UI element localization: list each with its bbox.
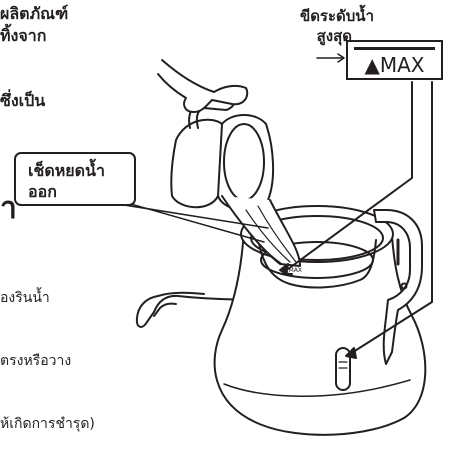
instruction-line: ซึ่งเป็น [0,91,46,110]
section-heading: า [0,191,17,226]
max-level-label-line: สูงสุด [316,27,352,45]
max-level-label-line: ขีดระดับน้ำ [299,7,374,25]
body-text-line: ห้เกิดการชำรุด) [0,416,95,432]
window-leader-line [349,81,433,355]
max-level-label: ขีดระดับน้ำ สูงสุด [258,6,374,46]
water-level-window [335,347,351,391]
max-mark-box: ▲MAX [346,40,443,80]
wipe-drops-callout: เช็ดหยดน้ำ ออก [14,152,136,206]
kettle-spout [135,291,301,328]
body-text-line: ตรงหรือวาง [0,353,72,369]
instruction-line: ทิ้งจาก [0,26,47,45]
kettle-body [213,229,427,436]
wipe-drops-line: ออก [28,182,57,201]
inner-max-mark: ▲MAX [284,267,302,274]
kettle-handle [373,209,423,365]
max-mark-bar [354,47,435,50]
instruction-line: ผลิตภัณฑ์ [0,4,69,23]
max-mark-text: ▲MAX [364,53,425,77]
max-leader-line [283,81,413,273]
wipe-drops-line: เช็ดหยดน้ำ [28,161,105,180]
body-text-line: องรินน้ำ [0,290,50,306]
hand [157,59,249,113]
